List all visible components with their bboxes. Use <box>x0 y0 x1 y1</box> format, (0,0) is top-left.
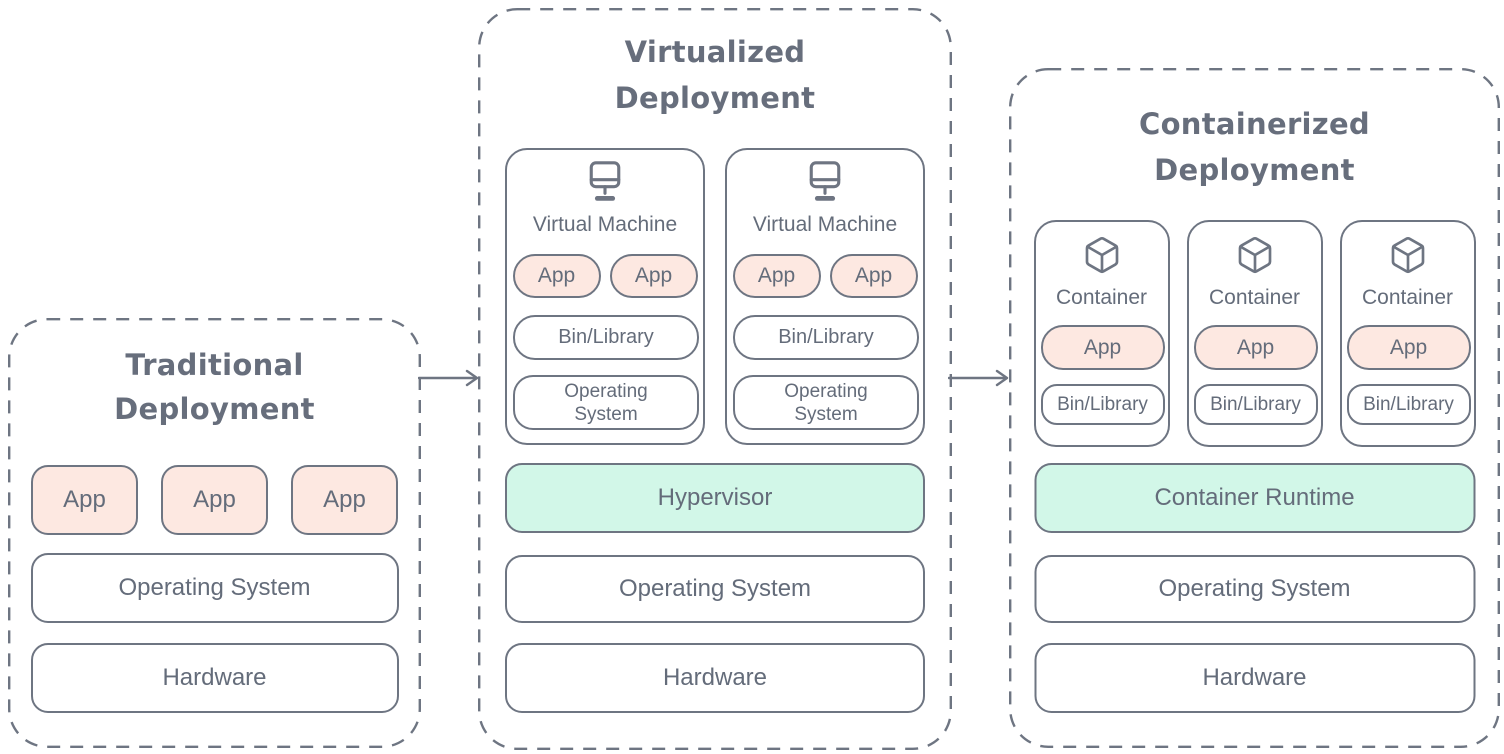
panel-containerized-deployment: Containerized Deployment Container App B… <box>1009 68 1500 748</box>
vm-card-row: Virtual Machine App App Bin/Library Oper… <box>478 148 952 445</box>
container-runtime-layer: Container Runtime <box>1034 463 1475 533</box>
panel-title-virtualized: Virtualized Deployment <box>478 29 952 121</box>
app-box: App <box>512 254 601 298</box>
panel-title-line: Deployment <box>114 392 315 426</box>
bin-library-box: Bin/Library <box>1040 384 1165 425</box>
container-label: Container <box>1208 286 1301 309</box>
app-box: App <box>1040 325 1165 370</box>
app-box: App <box>1346 325 1471 370</box>
bin-library-box: Bin/Library <box>733 315 919 360</box>
panel-title-containerized: Containerized Deployment <box>1009 101 1500 193</box>
operating-system-label: Operating System <box>784 380 868 425</box>
cube-icon <box>1085 237 1118 274</box>
arrow-right-icon <box>947 368 1012 393</box>
virtual-machine-card: Virtual Machine App App Bin/Library Oper… <box>505 148 705 445</box>
virtual-machine-label: Virtual Machine <box>752 213 898 236</box>
panel-title-traditional: Traditional Deployment <box>8 343 421 431</box>
app-box: App <box>609 254 698 298</box>
container-card: Container App Bin/Library <box>1033 220 1170 447</box>
hardware-layer: Hardware <box>1034 643 1475 713</box>
panel-virtualized-deployment: Virtualized Deployment Virtual Machine A… <box>478 8 952 750</box>
cube-icon <box>1391 237 1424 274</box>
bin-library-box: Bin/Library <box>513 315 699 360</box>
panel-traditional-deployment: Traditional Deployment App App App Opera… <box>8 318 421 748</box>
app-box: App <box>291 465 398 535</box>
container-card: Container App Bin/Library <box>1186 220 1323 447</box>
bin-library-box: Bin/Library <box>1346 384 1471 425</box>
panel-title-line: Containerized <box>1139 107 1370 141</box>
arrow-right-icon <box>417 368 482 393</box>
hypervisor-layer: Hypervisor <box>505 463 925 533</box>
operating-system-box: Operating System <box>733 375 919 430</box>
app-box: App <box>732 254 821 298</box>
container-card-row: Container App Bin/Library Container App … <box>1009 220 1500 447</box>
app-box: App <box>161 465 268 535</box>
app-row: App App <box>507 254 703 298</box>
app-box: App <box>1193 325 1318 370</box>
cube-icon <box>1238 237 1271 274</box>
app-box: App <box>31 465 138 535</box>
panel-title-line: Deployment <box>614 81 816 115</box>
app-row: App App App <box>8 465 421 535</box>
panel-title-line: Traditional <box>125 348 304 382</box>
operating-system-layer: Operating System <box>1034 555 1475 623</box>
virtual-machine-card: Virtual Machine App App Bin/Library Oper… <box>725 148 925 445</box>
operating-system-layer: Operating System <box>505 555 925 623</box>
operating-system-layer: Operating System <box>30 553 399 623</box>
panel-title-line: Deployment <box>1154 153 1355 187</box>
panel-title-line: Virtualized <box>624 35 806 69</box>
container-label: Container <box>1361 286 1454 309</box>
monitor-icon <box>809 161 841 201</box>
bin-library-box: Bin/Library <box>1193 384 1318 425</box>
operating-system-box: Operating System <box>513 375 699 430</box>
operating-system-label: Operating System <box>564 380 648 425</box>
container-card: Container App Bin/Library <box>1339 220 1476 447</box>
app-box: App <box>829 254 918 298</box>
app-row: App App <box>727 254 923 298</box>
hardware-layer: Hardware <box>505 643 925 713</box>
container-label: Container <box>1055 286 1148 309</box>
hardware-layer: Hardware <box>30 643 399 713</box>
monitor-icon <box>589 161 621 201</box>
virtual-machine-label: Virtual Machine <box>532 213 678 236</box>
